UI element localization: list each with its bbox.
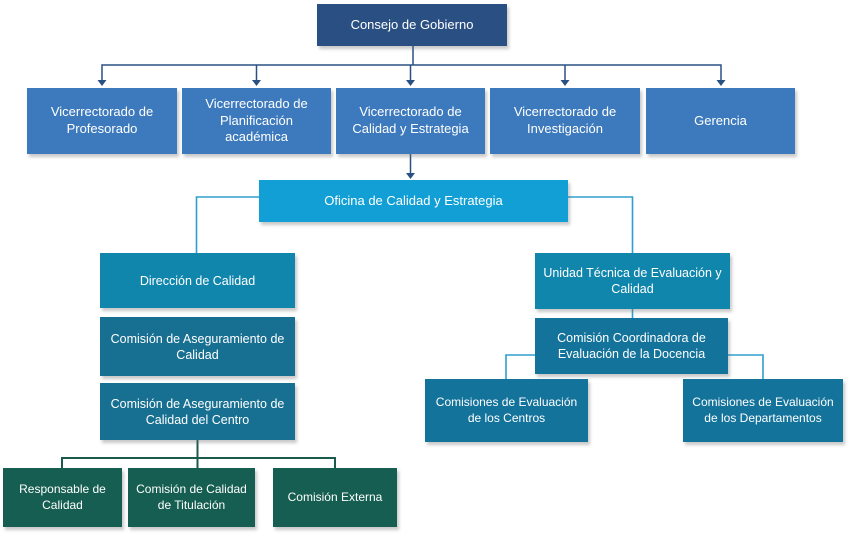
org-box-label: Comisión Coordinadora de Evaluación de l… bbox=[557, 331, 706, 361]
org-box-vicerrectorado-planificacion: Vicerrectorado de Planificación académic… bbox=[182, 88, 331, 154]
org-box-comisiones-evaluacion-centros: Comisiones de Evaluación de los Centros bbox=[425, 379, 588, 442]
org-box-gerencia: Gerencia bbox=[646, 88, 795, 154]
org-box-label: Comisión de Calidad de Titulación bbox=[136, 482, 247, 512]
org-box-comision-externa: Comisión Externa bbox=[273, 468, 397, 527]
org-box-label: Gerencia bbox=[694, 112, 747, 128]
org-box-label: Vicerrectorado de Planificación académic… bbox=[205, 96, 308, 145]
connector-level2-rail bbox=[101, 64, 722, 80]
org-box-consejo-de-gobierno: Consejo de Gobierno bbox=[317, 4, 507, 46]
org-box-label: Vicerrectorado de Calidad y Estrategia bbox=[352, 104, 469, 136]
org-box-direccion-de-calidad: Dirección de Calidad bbox=[100, 253, 295, 308]
org-box-label: Responsable de Calidad bbox=[19, 482, 106, 512]
arrowhead-office bbox=[406, 173, 415, 179]
org-box-label: Vicerrectorado de Investigación bbox=[513, 104, 617, 136]
org-box-comision-coordinadora-evaluacion-docencia: Comisión Coordinadora de Evaluación de l… bbox=[535, 318, 728, 374]
org-box-label: Unidad Técnica de Evaluación y Calidad bbox=[543, 266, 722, 296]
org-box-oficina-calidad-estrategia: Oficina de Calidad y Estrategia bbox=[259, 180, 568, 222]
org-box-label: Comisión de Aseguramiento de Calidad bbox=[110, 331, 285, 362]
org-box-comision-aseguramiento-calidad: Comisión de Aseguramiento de Calidad bbox=[100, 317, 295, 376]
org-box-label: Oficina de Calidad y Estrategia bbox=[324, 192, 503, 208]
org-box-label: Comisión de Aseguramiento de Calidad del… bbox=[110, 396, 285, 427]
arrowhead-1 bbox=[97, 80, 107, 86]
connector-green-rail bbox=[61, 457, 336, 468]
org-box-comisiones-evaluacion-departamentos: Comisiones de Evaluación de los Departam… bbox=[683, 379, 843, 442]
org-box-responsable-de-calidad: Responsable de Calidad bbox=[3, 468, 122, 527]
org-box-label: Comisión Externa bbox=[287, 489, 383, 504]
arrowhead-4 bbox=[560, 80, 570, 86]
arrowhead-2 bbox=[252, 80, 261, 86]
org-box-vicerrectorado-calidad-estrategia: Vicerrectorado de Calidad y Estrategia bbox=[336, 88, 485, 154]
connector-office-left-bracket bbox=[195, 196, 259, 253]
org-box-label: Comisiones de Evaluación de los Centros bbox=[435, 395, 578, 425]
connector-eval-left bbox=[505, 354, 535, 379]
org-box-vicerrectorado-investigacion: Vicerrectorado de Investigación bbox=[490, 88, 640, 154]
connector-eval-right bbox=[728, 354, 764, 379]
org-box-comision-calidad-titulacion: Comisión de Calidad de Titulación bbox=[128, 468, 255, 527]
connector-office-right-bracket bbox=[568, 196, 634, 253]
arrowhead-3 bbox=[406, 80, 415, 86]
org-box-label: Vicerrectorado de Profesorado bbox=[50, 104, 154, 136]
org-box-label: Comisiones de Evaluación de los Departam… bbox=[692, 395, 834, 425]
org-box-comision-aseguramiento-calidad-centro: Comisión de Aseguramiento de Calidad del… bbox=[100, 383, 295, 440]
org-box-unidad-tecnica-evaluacion-calidad: Unidad Técnica de Evaluación y Calidad bbox=[535, 253, 730, 309]
arrowhead-5 bbox=[716, 80, 726, 86]
org-box-label: Consejo de Gobierno bbox=[350, 16, 474, 32]
org-box-label: Dirección de Calidad bbox=[139, 273, 256, 288]
org-box-vicerrectorado-profesorado: Vicerrectorado de Profesorado bbox=[27, 88, 177, 154]
